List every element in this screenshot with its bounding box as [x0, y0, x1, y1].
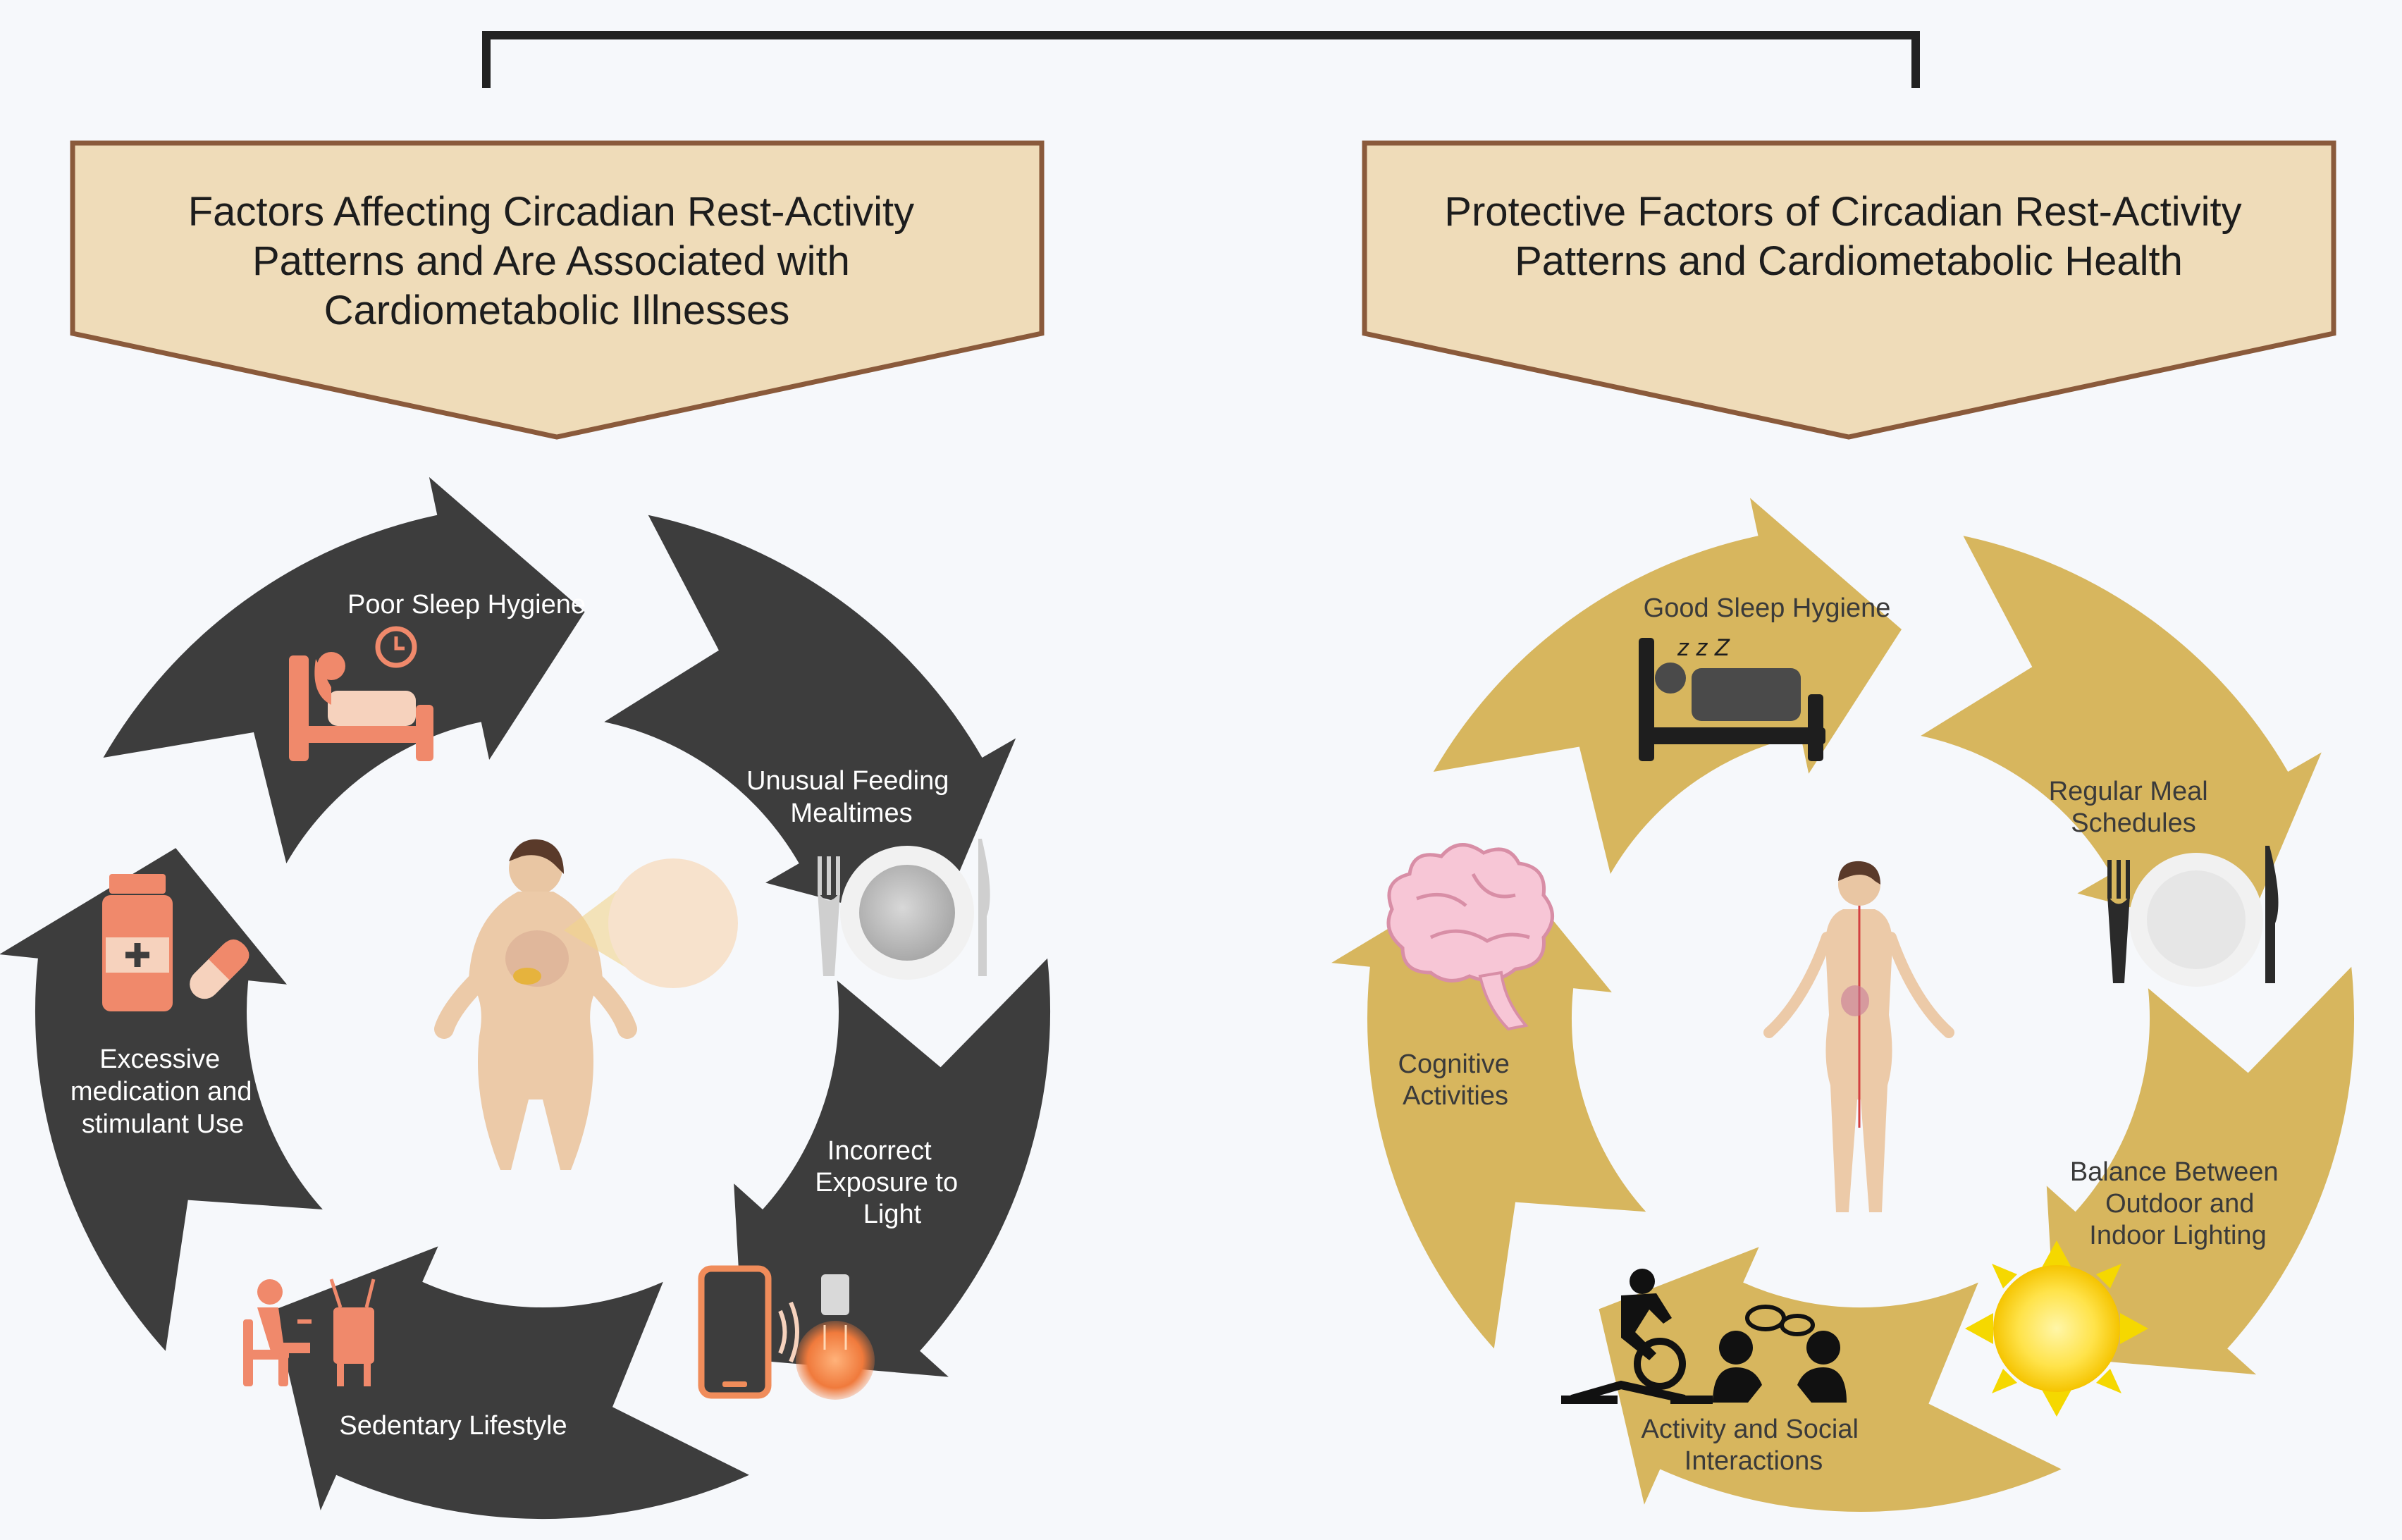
phone-and-bulb-icon: [698, 1265, 875, 1400]
left-banner-shape: [70, 140, 1045, 440]
left-cycle-arrow-4: [273, 1246, 749, 1520]
right-label-sleep: Good Sleep Hygiene: [1644, 593, 1891, 623]
healthy-body-figure: [1763, 861, 1954, 1212]
exercise-and-social-icon: [1561, 1269, 1847, 1404]
sun-icon: [1965, 1240, 2148, 1417]
left-label-medication: Excessive medication and stimulant Use: [70, 1045, 259, 1139]
left-cycle-arrow-2: [604, 515, 1016, 928]
left-banner-title: Factors Affecting Circadian Rest-Activit…: [188, 189, 926, 333]
plate-cutlery-icon: [818, 839, 990, 980]
right-banner-shape: [1362, 140, 2336, 440]
right-cycle-arrow-3: [2046, 966, 2355, 1375]
left-banner: Factors Affecting Circadian Rest-Activit…: [70, 140, 1045, 440]
zzz-icon: z z Z: [1677, 634, 1730, 661]
right-banner: Protective Factors of Circadian Rest-Act…: [1362, 140, 2336, 440]
right-cycle-arrow-5: [1331, 859, 1646, 1349]
brain-icon: [1386, 843, 1554, 1031]
left-label-feeding: Unusual Feeding Mealtimes: [746, 766, 956, 828]
right-banner-title: Protective Factors of Circadian Rest-Act…: [1444, 189, 2253, 284]
left-label-light: Incorrect Exposure to Light: [815, 1136, 965, 1229]
sleeping-bed-icon: z z Z: [1639, 634, 1825, 761]
right-label-meals: Regular Meal Schedules: [2049, 777, 2216, 838]
right-label-social: Activity and Social Interactions: [1642, 1415, 1866, 1476]
tv-watching-icon: [243, 1279, 376, 1386]
right-label-cognitive: Cognitive Activities: [1398, 1049, 1517, 1111]
left-cycle-arrow-3: [734, 958, 1051, 1377]
left-cycle-ring: [0, 476, 1051, 1520]
medication-icon: [102, 874, 250, 1011]
meal-plate-icon: [2107, 846, 2279, 987]
right-cycle-arrow-2: [1921, 536, 2322, 937]
bed-with-person-icon: [289, 626, 433, 761]
connector-bracket: [482, 31, 1920, 88]
right-label-lighting: Balance Between Outdoor and Indoor Light…: [2070, 1157, 2286, 1250]
left-label-sleep: Poor Sleep Hygiene: [347, 590, 586, 620]
left-cycle-arrow-5: [0, 848, 323, 1351]
left-label-sedentary: Sedentary Lifestyle: [339, 1411, 567, 1441]
adipose-tissue-zoom: [608, 858, 738, 988]
obese-body-figure: [434, 839, 738, 1170]
